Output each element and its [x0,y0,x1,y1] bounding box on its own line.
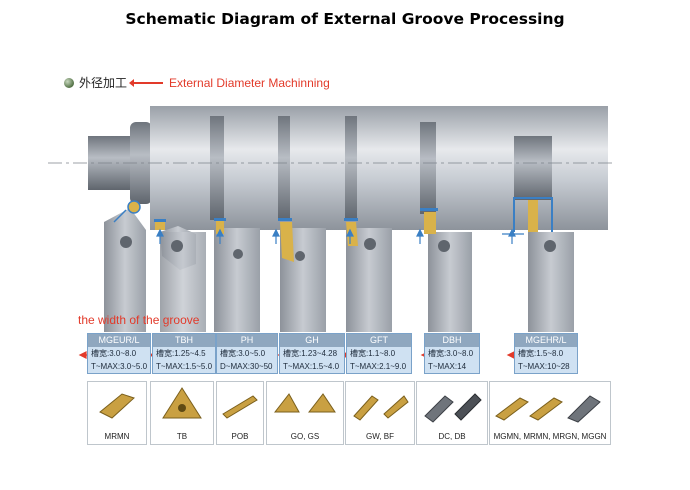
insert-card-go: GO, GS [266,381,344,445]
insert-label: GW, BF [366,432,394,441]
diagram-title: Schematic Diagram of External Groove Pro… [125,10,565,28]
groove-width-label: the width of the groove [78,313,200,327]
insert-card-dc: DC, DB [416,381,488,445]
spec-panel-tbh: TBH 槽宽:1.25~4.5 T~MAX:1.5~5.0 [152,333,216,374]
dc-insert-icon [424,393,482,423]
spec-panel-mgeur: MGEUR/L 槽宽:3.0~8.0 T~MAX:3.0~5.0 [87,333,151,374]
spec-name: TBH [153,334,215,347]
spec-name: MGEUR/L [88,334,150,347]
heading-chinese: 外径加工 [79,76,128,90]
spec-panel-ph: PH 槽宽:3.0~5.0 D~MAX:30~50 [216,333,278,374]
tool-dbh [420,208,472,332]
spec-tmax: T~MAX:10~28 [518,362,570,371]
insert-label: DC, DB [438,432,466,441]
tool-tbh [154,219,206,332]
heading-english: External Diameter Machinning [169,75,330,90]
spec-tmax: T~MAX:1.5~4.0 [283,362,340,371]
insert-label: MGMN, MRMN, MRGN, MGGN [493,432,607,441]
spec-name: PH [217,334,277,347]
mgmn-insert-icon [495,395,601,423]
spec-panel-mgehr: MGEHR/L 槽宽:1.5~8.0 T~MAX:10~28 [514,333,578,374]
mrmn-insert-icon [99,393,135,419]
spec-name: GFT [347,334,411,347]
spec-width: 槽宽:3.0~8.0 [91,349,137,358]
spec-name: MGEHR/L [515,334,577,347]
pob-insert-icon [222,395,258,419]
insert-label: POB [231,432,249,441]
insert-label: MRMN [104,432,130,441]
spec-panel-dbh: DBH 槽宽:3.0~8.0 T~MAX:14 [424,333,480,374]
insert-card-mrmn: MRMN [87,381,147,445]
spec-width: 槽宽:3.0~8.0 [428,349,474,358]
bullet-icon [64,77,74,88]
insert-card-mgmn: MGMN, MRMN, MRGN, MGGN [489,381,611,445]
spec-width: 槽宽:1.25~4.5 [156,349,206,358]
insert-card-gw: GW, BF [345,381,415,445]
insert-card-pob: POB [216,381,264,445]
spec-tmax: T~MAX:2.1~9.0 [350,362,407,371]
tool-mgehr [502,197,574,332]
spec-panel-gh: GH 槽宽:1.23~4.28 T~MAX:1.5~4.0 [279,333,345,374]
spec-width: 槽宽:1.23~4.28 [283,349,338,358]
spec-width: 槽宽:3.0~5.0 [220,349,266,358]
insert-label: TB [176,432,188,441]
tool-mgeur [104,200,146,332]
section-heading: 外径加工 External Diameter Machinning [64,74,330,91]
go-insert-icon [273,393,336,413]
insert-card-tb: TB [150,381,214,445]
tool-gh [278,218,326,332]
gw-insert-icon [353,395,409,421]
spec-panel-gft: GFT 槽宽:1.1~8.0 T~MAX:2.1~9.0 [346,333,412,374]
spec-tmax: D~MAX:30~50 [220,362,273,371]
heading-arrow-icon [129,78,164,87]
spec-width: 槽宽:1.1~8.0 [350,349,396,358]
spec-name: DBH [425,334,479,347]
tb-insert-icon [162,387,202,419]
spec-tmax: T~MAX:3.0~5.0 [91,362,148,371]
spec-tmax: T~MAX:1.5~5.0 [156,362,213,371]
spec-name: GH [280,334,344,347]
feed-arrows [156,228,516,244]
spec-width: 槽宽:1.5~8.0 [518,349,564,358]
spec-tmax: T~MAX:14 [428,362,467,371]
tool-ph [214,218,260,332]
insert-label: GO, GS [290,432,320,441]
tool-gft [344,218,392,332]
